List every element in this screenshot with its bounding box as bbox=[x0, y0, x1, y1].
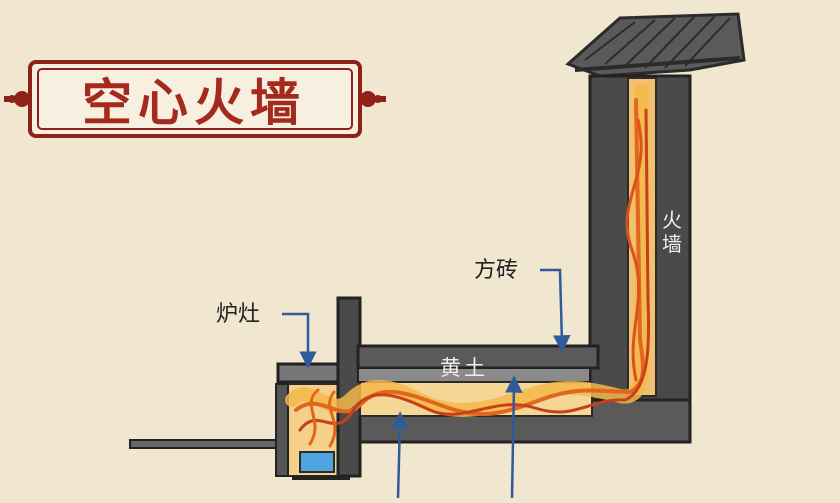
label-fire-wall: 火墙 bbox=[660, 208, 684, 256]
water-pot bbox=[300, 452, 334, 472]
label-loess: 黄土 bbox=[440, 352, 488, 382]
roof-tiles bbox=[568, 14, 744, 76]
diagram-title: 空心火墙 bbox=[44, 56, 344, 142]
title-ornament-right bbox=[360, 91, 386, 107]
label-square-brick: 方砖 bbox=[474, 252, 518, 284]
callout-square-brick bbox=[540, 270, 562, 344]
title-ornament-left bbox=[4, 91, 30, 107]
stove-structure bbox=[276, 298, 360, 478]
callout-stove bbox=[282, 314, 308, 360]
label-stove: 炉灶 bbox=[216, 296, 260, 328]
